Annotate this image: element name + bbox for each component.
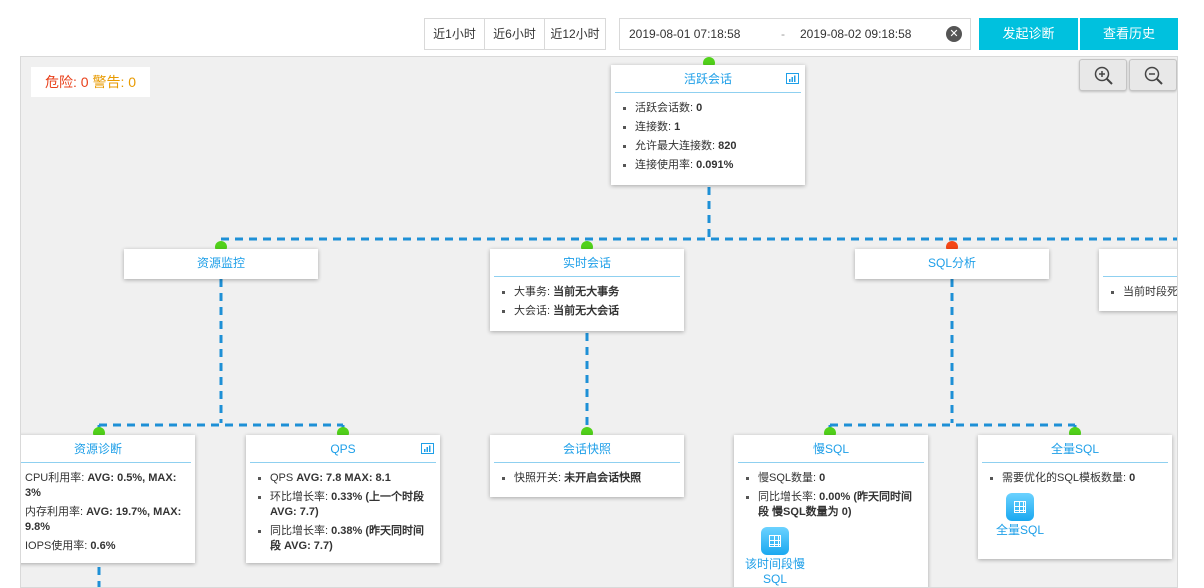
node-sql-analysis[interactable]: SQL分析 (855, 249, 1049, 279)
table-icon (761, 527, 789, 555)
zoom-in-button[interactable] (1079, 59, 1127, 91)
list-item: 快照开关: 未开启会话快照 (500, 471, 674, 486)
list-item: 需要优化的SQL模板数量: 0 (988, 471, 1162, 486)
node-title: 资源诊断 (73, 442, 122, 456)
zoom-in-icon (1094, 66, 1113, 85)
node-full-sql[interactable]: 全量SQL 需要优化的SQL模板数量: 0 全量SQL (978, 435, 1172, 559)
clear-icon[interactable]: ✕ (946, 26, 962, 42)
warning-count: 0 (128, 74, 137, 90)
list-item: IOPS使用率: 0.6% (21, 539, 185, 554)
list-item: 内存利用率: AVG: 19.7%, MAX: 9.8% (21, 505, 185, 535)
list-item: 连接使用率: 0.091% (621, 158, 795, 173)
list-item: 慢SQL数量: 0 (744, 471, 918, 486)
alert-summary: 危险: 0 警告: 0 (31, 67, 151, 97)
node-title: 实时会话 (562, 256, 611, 270)
full-sql-link[interactable]: 全量SQL (990, 493, 1050, 538)
list-item: 允许最大连接数: 820 (621, 139, 795, 154)
range-6h-button[interactable]: 近6小时 (485, 19, 545, 49)
zoom-out-icon (1144, 66, 1163, 85)
time-range-group: 近1小时 近6小时 近12小时 (424, 18, 606, 50)
start-date[interactable]: 2019-08-01 07:18:58 (629, 27, 741, 41)
list-item: QPS AVG: 7.8 MAX: 8.1 (256, 471, 430, 486)
danger-label: 危险: (45, 74, 77, 90)
node-title: 活跃会话 (683, 72, 732, 86)
node-title: SQL分析 (927, 256, 976, 270)
node-active-sessions[interactable]: 活跃会话 活跃会话数: 0 连接数: 1 允许最大连接数: 820 连接使用率:… (611, 65, 805, 185)
slow-sql-link[interactable]: 该时间段慢SQL (745, 527, 805, 587)
list-item: 同比增长率: 0.38% (昨天同时间段 AVG: 7.7) (256, 524, 430, 554)
list-item: 大事务: 当前无大事务 (500, 285, 674, 300)
chart-icon[interactable] (421, 443, 434, 454)
node-resource-diagnosis[interactable]: 资源诊断 CPU利用率: AVG: 0.5%, MAX: 3% 内存利用率: A… (21, 435, 195, 563)
list-item: 当前时段死 (1109, 285, 1177, 300)
date-separator: - (781, 27, 785, 41)
zoom-out-button[interactable] (1129, 59, 1177, 91)
range-1h-button[interactable]: 近1小时 (425, 19, 485, 49)
end-date[interactable]: 2019-08-02 09:18:58 (800, 27, 912, 41)
topology-canvas[interactable]: 危险: 0 警告: 0 活跃会话 活跃会话数: 0 (20, 56, 1178, 588)
chart-icon[interactable] (786, 73, 799, 84)
node-title: 全量SQL (1050, 442, 1099, 456)
range-12h-button[interactable]: 近12小时 (550, 27, 600, 41)
node-title: 会话快照 (562, 442, 611, 456)
node-title: 资源监控 (196, 256, 245, 270)
node-partial[interactable]: 当前时段死 (1099, 249, 1177, 311)
node-resource-monitor[interactable]: 资源监控 (124, 249, 318, 279)
node-session-snapshot[interactable]: 会话快照 快照开关: 未开启会话快照 (490, 435, 684, 497)
date-range-picker[interactable]: 2019-08-01 07:18:58 - 2019-08-02 09:18:5… (619, 18, 971, 50)
list-item: 环比增长率: 0.33% (上一个时段 AVG: 7.7) (256, 490, 430, 520)
table-icon (1006, 493, 1034, 521)
start-diagnosis-button[interactable]: 发起诊断 (979, 18, 1078, 50)
list-item: 同比增长率: 0.00% (昨天同时间段 慢SQL数量为 0) (744, 490, 918, 520)
node-realtime-session[interactable]: 实时会话 大事务: 当前无大事务 大会话: 当前无大会话 (490, 249, 684, 331)
list-item: CPU利用率: AVG: 0.5%, MAX: 3% (21, 471, 185, 501)
list-item: 活跃会话数: 0 (621, 101, 795, 116)
node-slow-sql[interactable]: 慢SQL 慢SQL数量: 0 同比增长率: 0.00% (昨天同时间段 慢SQL… (734, 435, 928, 587)
node-title: 慢SQL (812, 442, 849, 456)
node-title: QPS (330, 442, 356, 456)
list-item: 大会话: 当前无大会话 (500, 304, 674, 319)
list-item: 连接数: 1 (621, 120, 795, 135)
danger-count: 0 (80, 74, 89, 90)
node-qps[interactable]: QPS QPS AVG: 7.8 MAX: 8.1 环比增长率: 0.33% (… (246, 435, 440, 563)
view-history-button[interactable]: 查看历史 (1080, 18, 1178, 50)
warning-label: 警告: (92, 74, 125, 90)
